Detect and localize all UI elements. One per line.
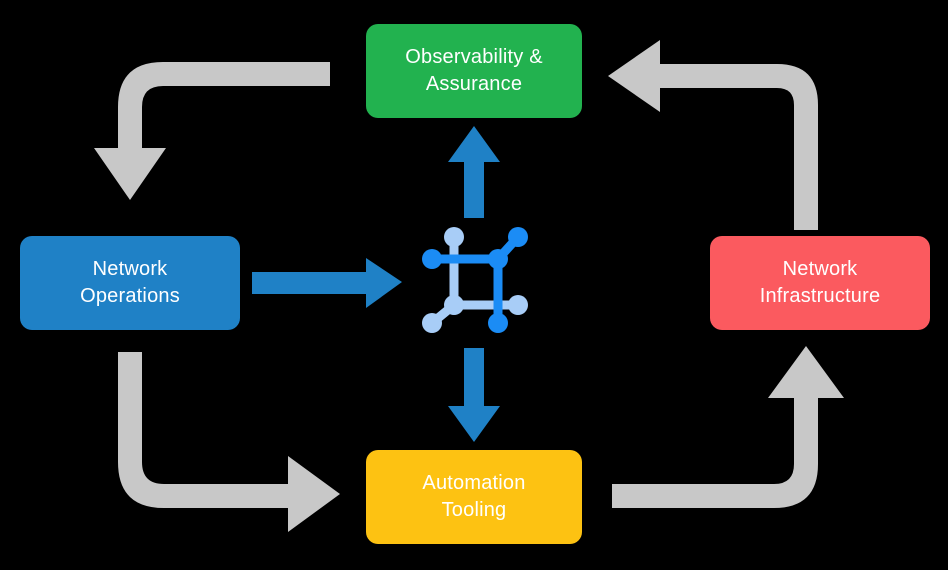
blue-arrow-operations-to-center	[252, 258, 402, 308]
node-label-network-infrastructure: Network Infrastructure	[759, 258, 881, 307]
gray-arrow-observability-to-operations	[94, 62, 330, 200]
gray-arrow-operations-to-automation	[118, 352, 340, 532]
node-label-automation-tooling: Automation Tooling	[422, 472, 526, 521]
node-box-network-operations[interactable]: Network Operations	[20, 236, 240, 330]
blue-arrow-center-to-automation	[448, 348, 500, 442]
gray-arrow-infrastructure-to-observability	[608, 40, 818, 230]
node-box-network-infrastructure[interactable]: Network Infrastructure	[710, 236, 930, 330]
gray-arrow-automation-to-infrastructure	[612, 346, 844, 508]
node-box-observability[interactable]: Observability & Assurance	[366, 24, 582, 118]
node-label-network-operations: Network Operations	[80, 258, 180, 307]
blue-arrow-center-to-observability	[448, 126, 500, 218]
network-topology-icon	[422, 227, 528, 333]
node-label-observability: Observability & Assurance	[405, 46, 543, 95]
node-box-automation-tooling[interactable]: Automation Tooling	[366, 450, 582, 544]
